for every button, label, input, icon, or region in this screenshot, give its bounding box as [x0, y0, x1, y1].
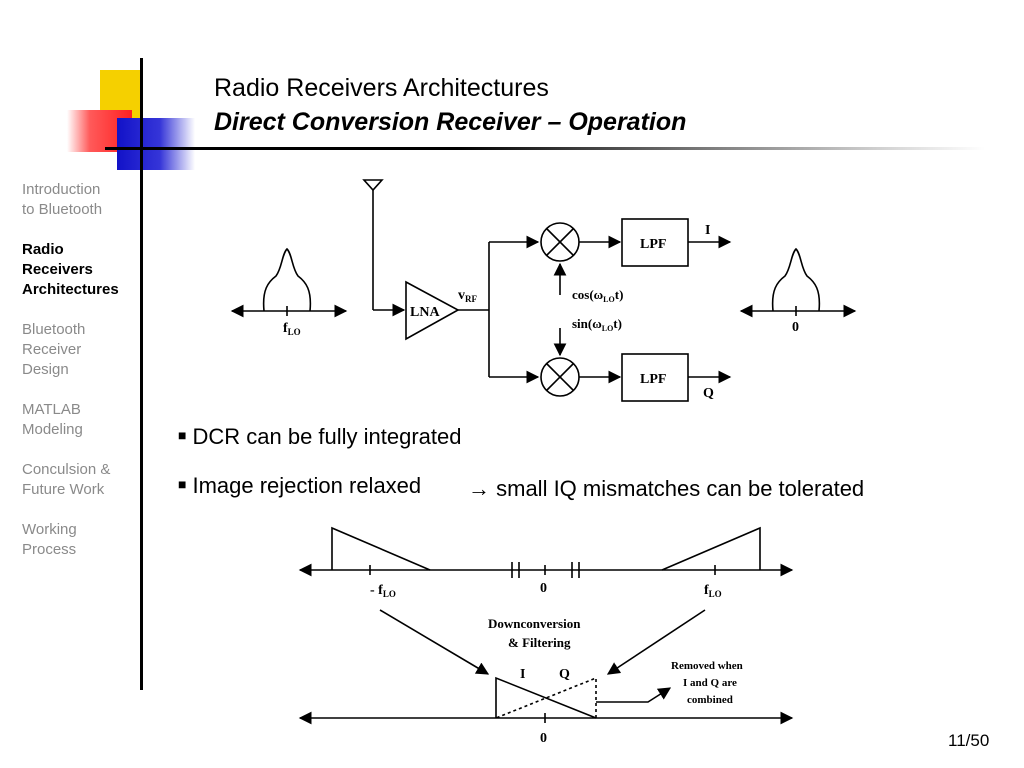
- bullet-tail-text: small IQ mismatches can be tolerated: [496, 476, 865, 501]
- sidebar-nav: Introduction to Bluetooth Radio Receiver…: [22, 180, 138, 580]
- downconversion-label: Downconversion: [488, 616, 581, 631]
- bottom-zero-label: 0: [540, 731, 547, 746]
- logo-blue-block: [117, 118, 195, 170]
- right-arrow-icon: →: [468, 476, 490, 501]
- vertical-divider: [140, 58, 143, 690]
- output-zero-label: 0: [792, 320, 799, 335]
- sidebar-item-working-process[interactable]: Working Process: [22, 521, 77, 558]
- sidebar-item-conclusion[interactable]: Conculsion & Future Work: [22, 461, 111, 498]
- pos-lo-triangle: [661, 526, 761, 571]
- slide-title-line2: Direct Conversion Receiver – Operation: [214, 108, 687, 136]
- cos-lo-label: cos(ωLOt): [572, 287, 623, 304]
- lna-label: LNA: [410, 305, 440, 320]
- sidebar-item-receiver-design[interactable]: Bluetooth Receiver Design: [22, 321, 86, 378]
- lpf-bottom-label: LPF: [640, 372, 666, 387]
- top-zero-label: 0: [540, 581, 547, 596]
- lna-triangle: [405, 280, 460, 341]
- q-triangle: [495, 676, 597, 719]
- page-number: 11/50: [948, 731, 990, 750]
- sidebar-item-radio-receivers[interactable]: Radio Receivers Architectures: [22, 241, 119, 298]
- antenna-icon: [362, 179, 384, 192]
- horizontal-divider: [105, 147, 985, 150]
- spectrum-diagram: [298, 526, 794, 725]
- sin-lo-label: sin(ωLOt): [572, 316, 622, 333]
- bullet-dcr-integrated: ■ DCR can be fully integrated: [178, 424, 462, 450]
- i-label: I: [520, 667, 525, 682]
- removed-line1: Removed when: [671, 660, 743, 672]
- vrf-label: vRF: [458, 288, 477, 304]
- output-i-label: I: [705, 223, 710, 238]
- pos-flo-label: fLO: [704, 583, 722, 599]
- bullet-text: DCR can be fully integrated: [192, 424, 462, 449]
- sidebar-item-matlab[interactable]: MATLAB Modeling: [22, 401, 83, 438]
- lpf-top-label: LPF: [640, 237, 666, 252]
- bullet-image-rejection-tail: → small IQ mismatches can be tolerated: [468, 476, 864, 502]
- output-q-label: Q: [703, 386, 714, 401]
- removed-line2: I and Q are: [683, 677, 737, 689]
- slide-title-line1: Radio Receivers Architectures: [214, 74, 549, 102]
- bullet-image-rejection: ■ Image rejection relaxed: [178, 473, 421, 499]
- sidebar-item-introduction[interactable]: Introduction to Bluetooth: [22, 181, 103, 218]
- output-spectrum-bump: [771, 247, 821, 312]
- filtering-label: & Filtering: [508, 635, 571, 650]
- q-label: Q: [559, 667, 570, 682]
- bullet-square-icon: ■: [178, 476, 187, 492]
- neg-flo-label: - fLO: [370, 583, 396, 599]
- bullet-text: Image rejection relaxed: [192, 473, 422, 498]
- bullet-square-icon: ■: [178, 427, 187, 443]
- removed-line3: combined: [687, 694, 733, 706]
- input-spectrum-bump: [262, 247, 312, 312]
- input-freq-label: fLO: [283, 321, 301, 337]
- neg-lo-triangle: [331, 526, 431, 571]
- i-triangle: [495, 676, 597, 719]
